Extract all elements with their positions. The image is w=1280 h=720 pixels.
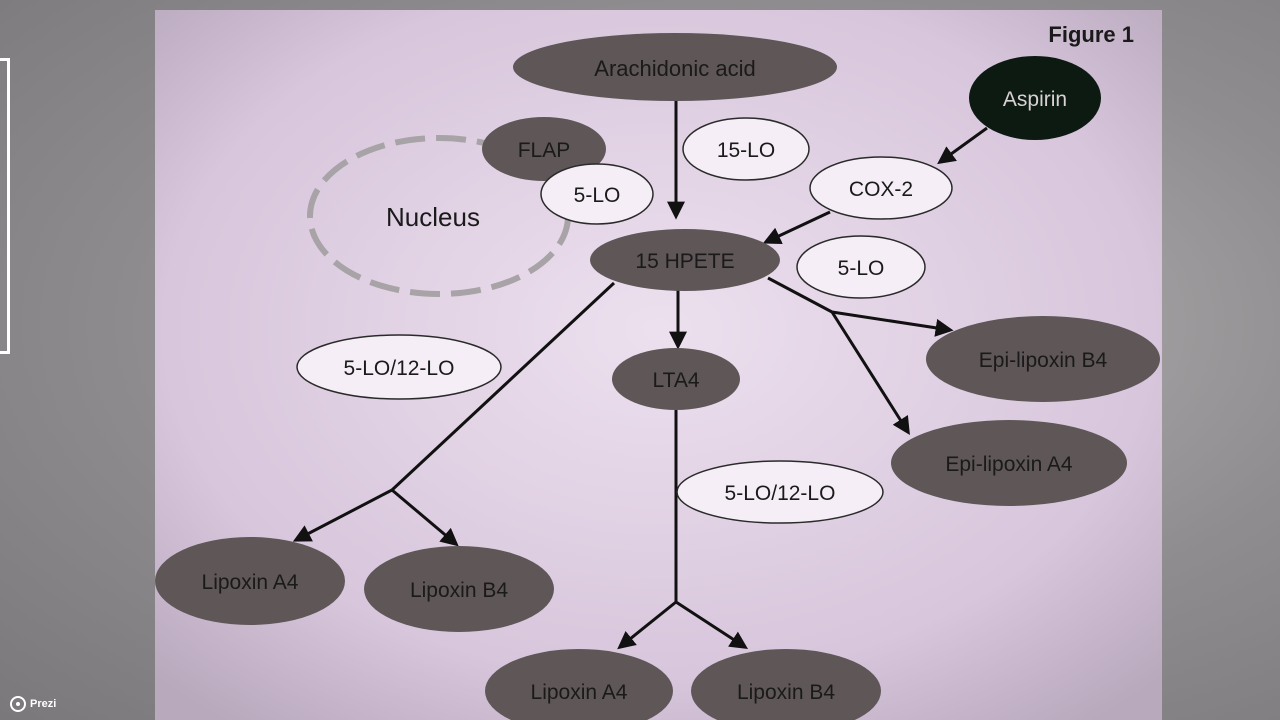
- node-15-hpete: [590, 229, 780, 291]
- enzyme-cox2: [809, 156, 953, 220]
- node-lipoxin-a4-bottom: [485, 649, 673, 720]
- node-aspirin: [969, 56, 1101, 140]
- node-lipoxin-a4-bottom-label: Lipoxin A4: [531, 681, 628, 704]
- node-lipoxin-b4-bottom-label: Lipoxin B4: [737, 681, 835, 704]
- enzyme-5lo-right-label: 5-LO: [838, 257, 885, 280]
- node-lipoxin-b4-bottom: [691, 649, 881, 720]
- node-lipoxin-a4-left: [155, 537, 345, 625]
- node-lipoxin-a4-left-label: Lipoxin A4: [202, 571, 299, 594]
- arrow-to-lipoxin-b4-bottom: [675, 600, 749, 649]
- node-epi-lipoxin-b4: [926, 316, 1160, 402]
- line-hpete-to-right-branch: [767, 276, 833, 314]
- node-flap-label: FLAP: [518, 139, 571, 162]
- arrow-to-lipoxin-b4-left: [391, 488, 459, 547]
- arrow-to-epi-lipoxin-b4: [831, 310, 954, 337]
- arrow-to-epi-lipoxin-a4: [830, 311, 910, 436]
- node-arachidonic-acid: [513, 33, 837, 101]
- node-epi-lipoxin-b4-label: Epi-lipoxin B4: [979, 349, 1108, 372]
- enzyme-5lo-top-label: 5-LO: [574, 184, 621, 207]
- enzyme-5lo-top: [540, 163, 654, 225]
- node-15-hpete-label: 15 HPETE: [635, 250, 734, 273]
- node-flap: [482, 117, 606, 181]
- node-lta4-label: LTA4: [652, 369, 699, 392]
- enzyme-cox2-label: COX-2: [849, 178, 913, 201]
- arrow-to-lipoxin-a4-left: [292, 488, 393, 542]
- enzyme-15lo-label: 15-LO: [717, 139, 775, 162]
- node-arachidonic-acid-label: Arachidonic acid: [594, 56, 755, 81]
- figure-label: Figure 1: [1048, 22, 1134, 47]
- prezi-watermark: Prezi: [10, 696, 56, 712]
- node-lta4: [612, 348, 740, 410]
- prezi-logo-icon: [10, 696, 26, 712]
- enzyme-5lo-12lo-center-label: 5-LO/12-LO: [725, 482, 836, 505]
- arrow-cox2-to-hpete: [762, 210, 831, 245]
- node-lipoxin-b4-left: [364, 546, 554, 632]
- enzyme-15lo: [682, 117, 810, 181]
- prezi-label: Prezi: [30, 698, 57, 710]
- slide-frame-bracket: [0, 58, 10, 354]
- nucleus-label: Nucleus: [386, 202, 480, 232]
- enzyme-5lo-12lo-left: [296, 334, 502, 400]
- line-hpete-to-left-branch: [390, 281, 616, 492]
- arrow-to-lipoxin-a4-bottom: [617, 600, 677, 650]
- enzyme-5lo-12lo-left-label: 5-LO/12-LO: [344, 357, 455, 380]
- arrow-aspirin-to-cox2: [937, 126, 988, 165]
- enzyme-5lo-12lo-center: [676, 460, 884, 524]
- enzyme-5lo-right: [796, 235, 926, 299]
- node-epi-lipoxin-a4: [891, 420, 1127, 506]
- node-lipoxin-b4-left-label: Lipoxin B4: [410, 579, 508, 602]
- node-epi-lipoxin-a4-label: Epi-lipoxin A4: [945, 453, 1073, 476]
- pathway-arrows: [292, 100, 988, 650]
- node-aspirin-label: Aspirin: [1003, 88, 1067, 111]
